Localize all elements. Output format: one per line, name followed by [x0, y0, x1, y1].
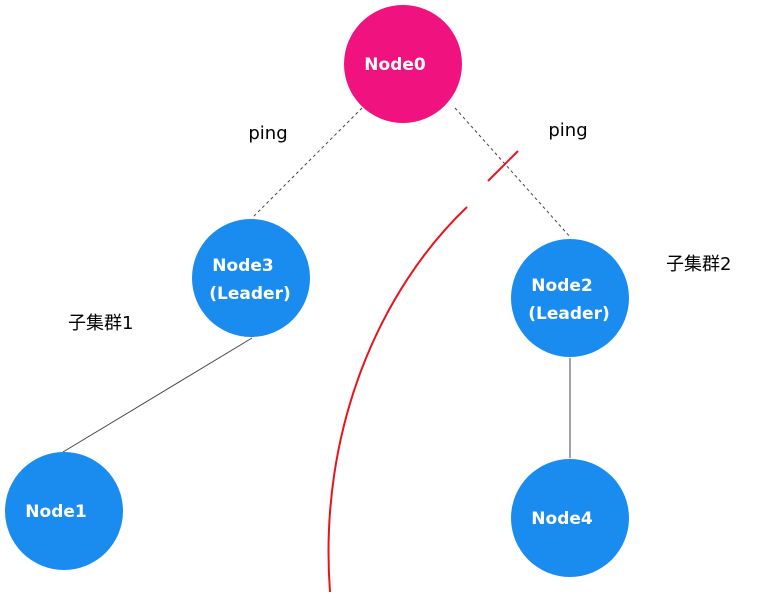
- node-node2: Node2 (Leader): [511, 239, 629, 357]
- node-node1: Node1: [5, 452, 123, 570]
- node2-role: (Leader): [528, 304, 609, 324]
- node1-label: Node1: [25, 502, 86, 522]
- node3-circle: [192, 219, 310, 337]
- node-node4: Node4: [511, 459, 629, 577]
- node0-circle: [344, 5, 462, 123]
- node-node0: Node0: [344, 5, 462, 123]
- cluster-label-right: 子集群2: [666, 254, 731, 275]
- ping-label-left: ping: [248, 123, 287, 144]
- node4-label: Node4: [531, 509, 593, 529]
- node-node3: Node3 (Leader): [192, 219, 310, 337]
- node3-role: (Leader): [209, 284, 290, 304]
- node1-circle: [5, 452, 123, 570]
- cluster-label-left: 子集群1: [68, 313, 133, 334]
- edge-node3-node1: [62, 337, 253, 453]
- node2-circle: [511, 239, 629, 357]
- node0-label: Node0: [364, 55, 426, 75]
- edge-node0-node3: [252, 107, 363, 218]
- edge-node0-node2: [454, 107, 572, 239]
- node2-label: Node2: [531, 276, 592, 296]
- node4-circle: [511, 459, 629, 577]
- ping-label-right: ping: [548, 120, 587, 141]
- node3-label: Node3: [212, 256, 273, 276]
- network-partition-line: [327, 206, 468, 593]
- link-break-marker: [487, 150, 519, 182]
